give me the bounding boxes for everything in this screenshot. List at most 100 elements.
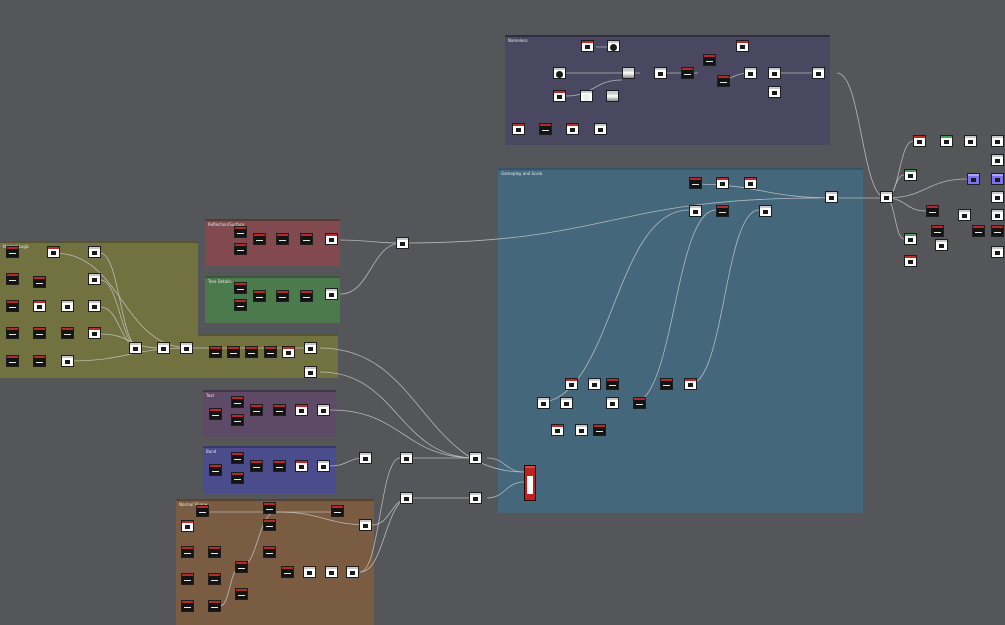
graph-node[interactable]	[940, 135, 953, 147]
graph-node[interactable]	[88, 273, 101, 285]
graph-node[interactable]	[209, 464, 222, 476]
graph-node[interactable]	[539, 123, 552, 135]
graph-node[interactable]	[606, 90, 619, 102]
graph-node[interactable]	[684, 378, 697, 390]
graph-node[interactable]	[231, 472, 244, 484]
graph-node[interactable]	[904, 233, 917, 245]
graph-node[interactable]	[553, 90, 566, 102]
graph-node[interactable]	[181, 546, 194, 558]
graph-node[interactable]	[6, 300, 19, 312]
graph-node[interactable]	[33, 355, 46, 367]
graph-node[interactable]	[209, 346, 222, 358]
graph-node[interactable]	[253, 233, 266, 245]
graph-node[interactable]	[633, 397, 646, 409]
graph-node[interactable]	[235, 561, 248, 573]
frame-gameplay-and-scale[interactable]: Gameplay and Scale	[498, 168, 863, 513]
graph-node[interactable]	[744, 67, 757, 79]
graph-node[interactable]	[580, 90, 593, 102]
graph-node[interactable]	[575, 424, 588, 436]
graph-node[interactable]	[273, 404, 286, 416]
graph-node[interactable]	[524, 465, 536, 501]
graph-node[interactable]	[6, 327, 19, 339]
graph-node[interactable]	[681, 67, 694, 79]
graph-node[interactable]	[359, 452, 372, 464]
graph-node[interactable]	[689, 177, 702, 189]
graph-node[interactable]	[768, 86, 781, 98]
graph-node[interactable]	[512, 123, 525, 135]
graph-node[interactable]	[717, 75, 730, 87]
graph-node[interactable]	[300, 233, 313, 245]
graph-node[interactable]	[250, 404, 263, 416]
graph-node[interactable]	[61, 327, 74, 339]
graph-node[interactable]	[181, 573, 194, 585]
graph-node[interactable]	[654, 67, 667, 79]
graph-node[interactable]	[129, 342, 142, 354]
graph-node[interactable]	[208, 600, 221, 612]
graph-node[interactable]	[234, 299, 247, 311]
graph-node[interactable]	[227, 346, 240, 358]
graph-node[interactable]	[931, 225, 944, 237]
graph-node[interactable]	[331, 505, 344, 517]
graph-node[interactable]	[33, 300, 46, 312]
graph-node[interactable]	[61, 300, 74, 312]
graph-node[interactable]	[304, 342, 317, 354]
graph-node[interactable]	[282, 346, 295, 358]
frame-tree-details[interactable]: Tree Details	[205, 276, 340, 323]
graph-node[interactable]	[880, 191, 893, 203]
graph-node[interactable]	[263, 519, 276, 531]
graph-node[interactable]	[991, 154, 1004, 166]
graph-node[interactable]	[553, 67, 566, 79]
graph-node[interactable]	[991, 225, 1004, 237]
graph-node[interactable]	[581, 40, 594, 52]
graph-node[interactable]	[606, 397, 619, 409]
graph-node[interactable]	[660, 378, 673, 390]
graph-node[interactable]	[904, 255, 917, 267]
graph-node[interactable]	[469, 452, 482, 464]
graph-node[interactable]	[6, 273, 19, 285]
graph-node[interactable]	[469, 492, 482, 504]
graph-node[interactable]	[594, 123, 607, 135]
graph-node[interactable]	[250, 460, 263, 472]
graph-node[interactable]	[317, 460, 330, 472]
graph-node[interactable]	[346, 566, 359, 578]
graph-node[interactable]	[991, 135, 1004, 147]
graph-node[interactable]	[88, 327, 101, 339]
graph-node[interactable]	[33, 276, 46, 288]
graph-node[interactable]	[88, 246, 101, 258]
graph-node[interactable]	[33, 327, 46, 339]
graph-node[interactable]	[273, 460, 286, 472]
graph-node[interactable]	[926, 205, 939, 217]
graph-node[interactable]	[231, 452, 244, 464]
graph-node[interactable]	[303, 566, 316, 578]
graph-node[interactable]	[234, 282, 247, 294]
graph-node[interactable]	[565, 378, 578, 390]
graph-node[interactable]	[606, 378, 619, 390]
graph-node[interactable]	[263, 502, 276, 514]
graph-node[interactable]	[958, 209, 971, 221]
graph-node[interactable]	[991, 191, 1004, 203]
graph-node[interactable]	[231, 396, 244, 408]
graph-node[interactable]	[768, 67, 781, 79]
graph-node[interactable]	[991, 173, 1004, 185]
graph-node[interactable]	[716, 205, 729, 217]
graph-node[interactable]	[991, 246, 1004, 258]
graph-node[interactable]	[234, 226, 247, 238]
graph-node[interactable]	[88, 300, 101, 312]
graph-node[interactable]	[231, 414, 244, 426]
graph-node[interactable]	[812, 67, 825, 79]
graph-node[interactable]	[972, 225, 985, 237]
graph-node[interactable]	[551, 424, 564, 436]
graph-node[interactable]	[537, 397, 550, 409]
graph-node[interactable]	[716, 177, 729, 189]
frame-text[interactable]: Text	[203, 390, 336, 437]
graph-node[interactable]	[295, 404, 308, 416]
graph-node[interactable]	[736, 40, 749, 52]
graph-node[interactable]	[622, 67, 635, 79]
graph-node[interactable]	[300, 290, 313, 302]
graph-node[interactable]	[234, 243, 247, 255]
graph-node[interactable]	[964, 135, 977, 147]
graph-node[interactable]	[181, 600, 194, 612]
graph-node[interactable]	[400, 492, 413, 504]
graph-node[interactable]	[904, 169, 917, 181]
